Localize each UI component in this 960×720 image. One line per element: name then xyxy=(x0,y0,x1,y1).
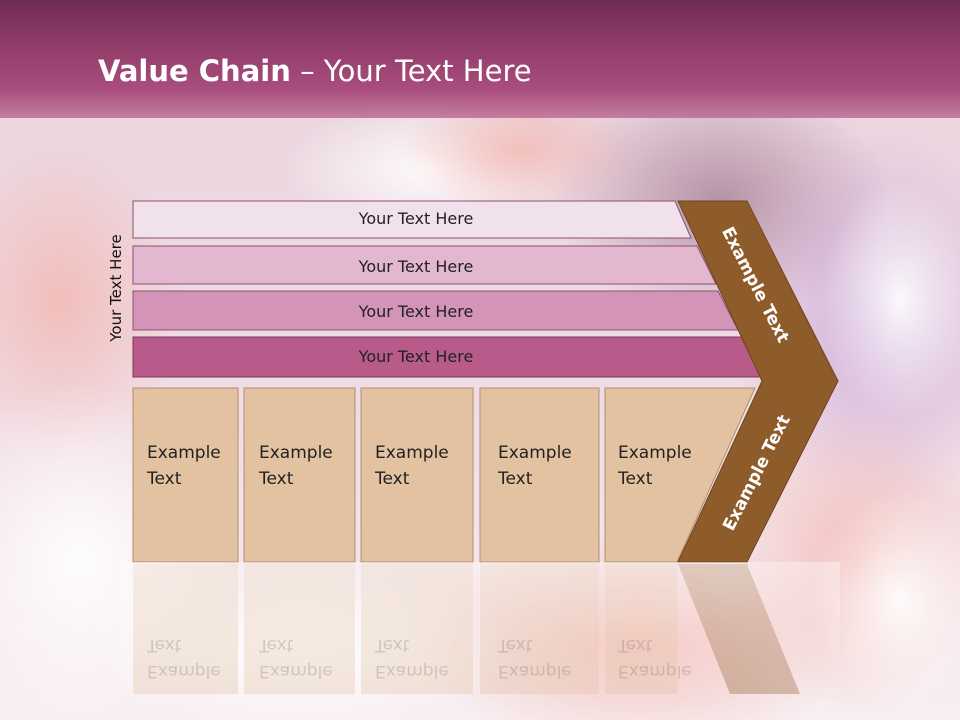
box-2 xyxy=(243,387,356,563)
title-bold: Value Chain xyxy=(98,54,291,88)
slide-title: Value Chain – Your Text Here xyxy=(98,54,532,88)
title-rest: – Your Text Here xyxy=(290,54,532,88)
box-4 xyxy=(479,387,600,563)
row-band-1 xyxy=(132,200,692,239)
row-label-1: Your Text Here xyxy=(358,209,474,228)
row-label-2: Your Text Here xyxy=(358,257,474,276)
row-label-4: Your Text Here xyxy=(358,347,474,366)
title-bar xyxy=(0,0,960,118)
row-label-3: Your Text Here xyxy=(358,302,474,321)
row-band-2 xyxy=(132,245,717,285)
box-1 xyxy=(132,387,239,563)
box-3 xyxy=(360,387,474,563)
